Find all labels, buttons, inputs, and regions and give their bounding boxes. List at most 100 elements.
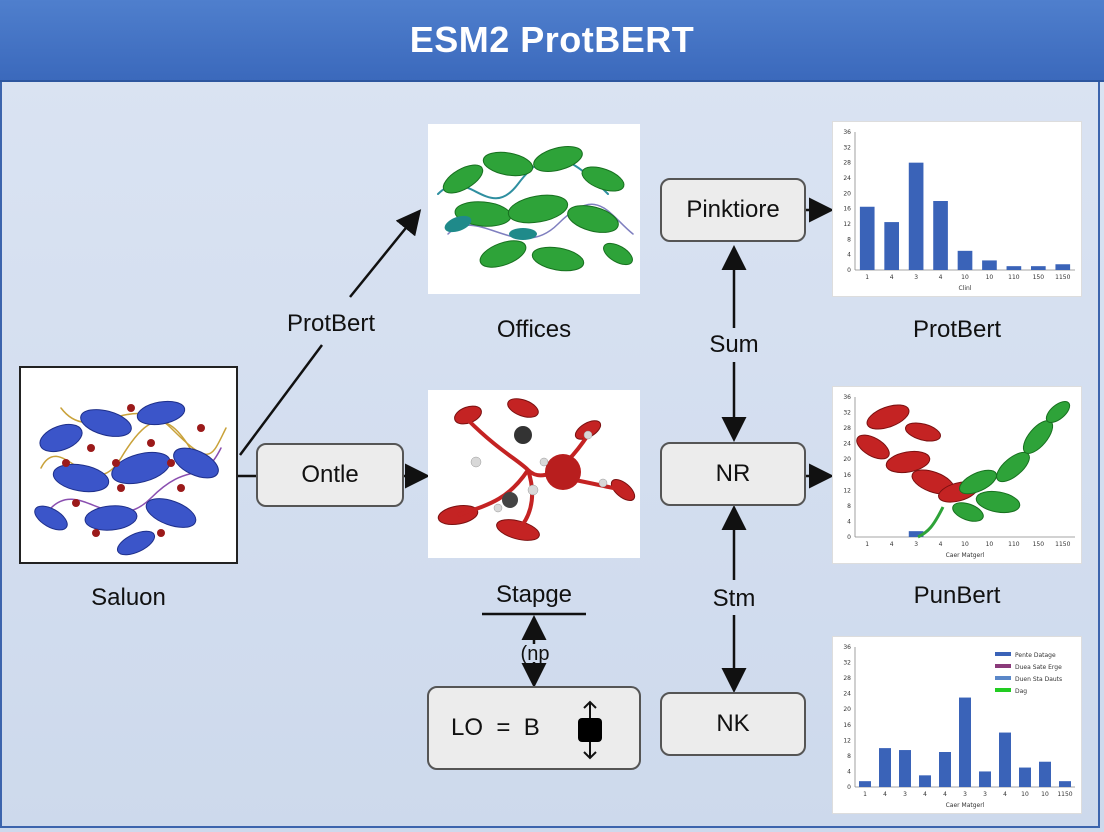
legend-label: Duea Sate Erge: [1015, 664, 1062, 671]
y-tick-label: 16: [843, 206, 851, 213]
y-tick-label: 20: [843, 190, 851, 197]
y-tick-label: 4: [847, 252, 851, 259]
y-tick-label: 24: [843, 691, 851, 698]
nk-node: NK: [660, 692, 806, 756]
x-tick-label: 3: [914, 274, 918, 281]
x-tick-label: 10: [986, 274, 994, 281]
x-tick-label: 10: [1021, 791, 1029, 798]
x-tick-label: 4: [939, 274, 943, 281]
bar: [919, 775, 931, 787]
x-tick-label: 10: [961, 274, 969, 281]
y-tick-label: 8: [847, 503, 851, 510]
edge-label-protbert: ProtBert: [286, 310, 376, 337]
x-tick-label: 4: [1003, 791, 1007, 798]
edge-label-stm: Stm: [712, 585, 756, 612]
y-tick-label: 32: [843, 144, 851, 151]
y-tick-label: 24: [843, 175, 851, 182]
bar: [1006, 266, 1022, 270]
y-tick-label: 36: [843, 394, 851, 401]
bar: [1055, 264, 1071, 270]
edge-label-sum: Sum: [709, 331, 759, 358]
ontle-node-label: Ontle: [301, 461, 359, 488]
pinktiore-node-label: Pinktiore: [686, 196, 780, 223]
y-tick-label: 28: [843, 160, 851, 167]
y-tick-label: 0: [847, 534, 851, 541]
edge-input-to-offices: [238, 344, 324, 456]
x-tick-label: 110: [1008, 541, 1020, 548]
stapge-protein-image: [428, 390, 640, 558]
bar: [933, 201, 948, 270]
bar: [859, 206, 875, 270]
legend-swatch: [995, 688, 1011, 692]
offices-label: Offices: [496, 316, 572, 343]
y-tick-label: 0: [847, 267, 851, 274]
bar: [908, 162, 924, 270]
x-tick-label: 4: [890, 274, 894, 281]
x-tick-label: 4: [883, 791, 887, 798]
legend-label: Dag: [1015, 688, 1027, 695]
y-tick-label: 20: [843, 456, 851, 463]
y-tick-label: 20: [843, 706, 851, 713]
x-tick-label: 3: [903, 791, 907, 798]
nr-node-label: NR: [715, 460, 751, 487]
lo-equals-b-label: LO = B: [451, 714, 540, 741]
x-tick-label: 1: [865, 541, 869, 548]
pinktiore-node: Pinktiore: [660, 178, 806, 242]
offices-protein-image: [428, 124, 640, 294]
bar: [979, 771, 991, 787]
x-axis-label: Clinl: [959, 285, 972, 292]
bar: [939, 752, 951, 787]
y-tick-label: 4: [847, 518, 851, 525]
bar: [859, 781, 871, 787]
bar: [1039, 761, 1051, 787]
y-tick-label: 32: [843, 660, 851, 667]
y-tick-label: 8: [847, 753, 851, 760]
bar: [959, 697, 971, 787]
x-tick-label: 150: [1033, 541, 1045, 548]
x-tick-label: 1: [863, 791, 867, 798]
chart-mid-protein-overlay: [856, 401, 1071, 539]
y-tick-label: 16: [843, 472, 851, 479]
edge-protbert-to-offices: [349, 209, 422, 298]
y-tick-label: 28: [843, 425, 851, 432]
bar: [899, 750, 911, 787]
bar: [982, 260, 997, 270]
x-tick-label: 1150: [1055, 274, 1070, 281]
x-tick-label: 150: [1033, 274, 1045, 281]
input-protein-image: [19, 366, 238, 564]
y-tick-label: 12: [843, 487, 851, 494]
bar: [884, 222, 899, 270]
bar: [1031, 266, 1046, 270]
y-tick-label: 36: [843, 129, 851, 136]
lo-equals-b-node: LO = B: [427, 686, 641, 770]
y-tick-label: 36: [843, 644, 851, 651]
y-tick-label: 12: [843, 221, 851, 228]
x-axis-label: Caer Matgerl: [946, 552, 985, 559]
x-tick-label: 4: [939, 541, 943, 548]
y-tick-label: 0: [847, 784, 851, 791]
x-tick-label: 10: [1041, 791, 1049, 798]
bar: [1019, 767, 1031, 787]
chart-top-label: ProtBert: [912, 316, 1002, 343]
bar: [957, 250, 973, 270]
x-tick-label: 4: [923, 791, 927, 798]
y-tick-label: 28: [843, 675, 851, 682]
title-bar: ESM2 ProtBERT: [0, 0, 1104, 82]
nr-node: NR: [660, 442, 806, 506]
legend-label: Pente Datage: [1015, 652, 1056, 659]
legend-swatch: [995, 664, 1011, 668]
x-tick-label: 1: [865, 274, 869, 281]
x-tick-label: 110: [1008, 274, 1020, 281]
x-tick-label: 1150: [1057, 791, 1072, 798]
bar: [908, 531, 924, 537]
bar: [879, 748, 891, 787]
x-tick-label: 3: [983, 791, 987, 798]
legend-swatch: [995, 676, 1011, 680]
bar: [999, 732, 1011, 787]
